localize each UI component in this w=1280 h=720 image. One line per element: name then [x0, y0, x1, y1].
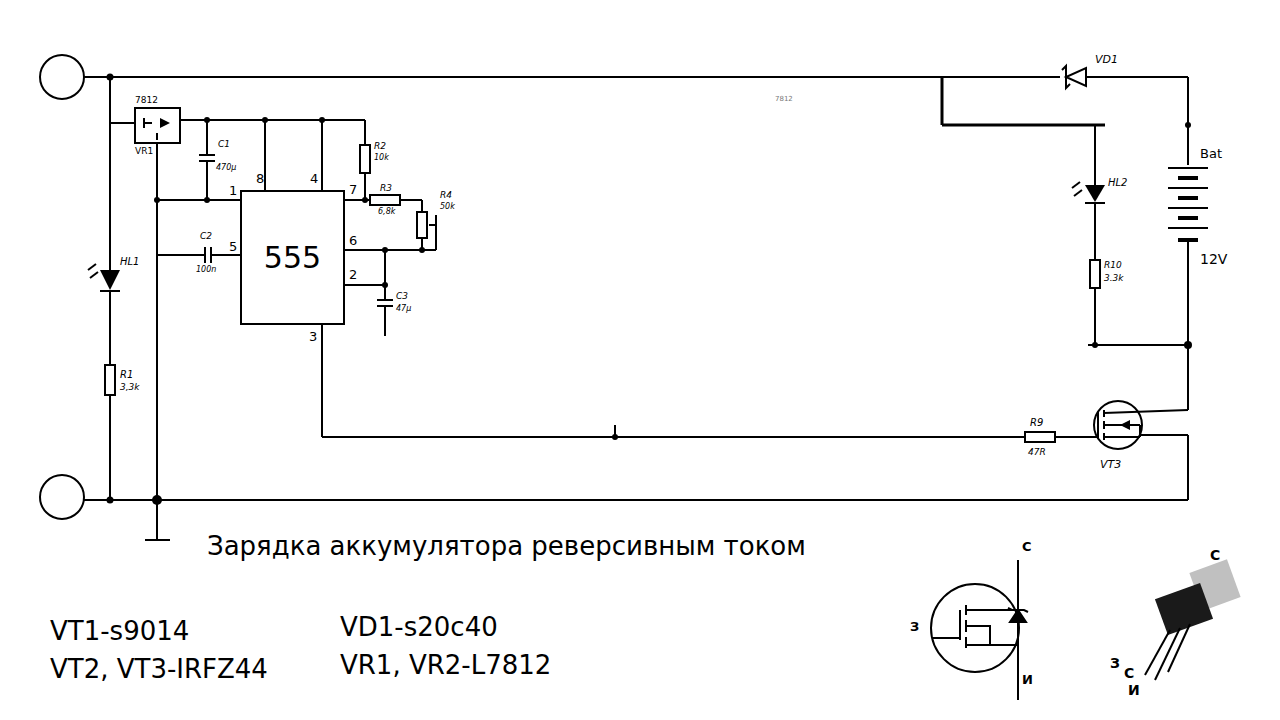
- schematic-label: С: [1022, 540, 1032, 553]
- schematic-label: 12V: [1200, 252, 1227, 266]
- terminal: [40, 55, 84, 99]
- schematic-label: 7812: [775, 96, 793, 103]
- schematic-label: 3.3k: [1104, 274, 1124, 283]
- resistor-symbol: [370, 195, 400, 205]
- schematic-label: VR1: [135, 147, 153, 156]
- schematic-label: VT2, VT3-IRFZ44: [50, 656, 268, 682]
- mosfet-symbol: [1094, 401, 1142, 449]
- resistor-symbol: [1025, 432, 1055, 442]
- schematic-label: 47µ: [396, 305, 411, 313]
- schematic-label: 47R: [1028, 448, 1046, 457]
- schematic-label: VD1-s20c40: [340, 614, 498, 640]
- schematic-label: 6: [349, 234, 357, 247]
- schematic-label: C3: [396, 292, 408, 301]
- led-symbol: [100, 270, 120, 290]
- schematic-label: R1: [120, 370, 133, 380]
- regulator-symbol: [135, 108, 180, 143]
- resistor-symbol: [105, 365, 115, 395]
- schematic-label: С: [1210, 548, 1220, 562]
- schematic-label: HL2: [1108, 178, 1127, 188]
- diagram-title: Зарядка аккумулятора реверсивным током: [207, 533, 806, 559]
- schematic-label: И: [1128, 683, 1140, 697]
- schematic-label: 6,8k: [378, 208, 395, 216]
- schematic-label: R9: [1030, 418, 1043, 428]
- schematic-label: C1: [218, 140, 230, 149]
- schematic-label: VT3: [1100, 459, 1121, 470]
- schematic-label: C2: [200, 232, 212, 241]
- led-symbol: [1085, 185, 1105, 202]
- schematic-label: 3: [309, 330, 317, 343]
- schematic-label: VD1: [1095, 54, 1118, 65]
- potentiometer-symbol: [417, 212, 427, 238]
- diode-symbol: [1066, 68, 1086, 86]
- terminal: [40, 475, 84, 519]
- chip-label: 555: [264, 240, 321, 275]
- schematic-label: 4: [310, 172, 318, 185]
- schematic-label: 7: [349, 183, 357, 196]
- schematic-label: 3,3k: [120, 383, 140, 392]
- schematic-label: 50k: [440, 203, 455, 211]
- schematic-label: 7812: [135, 96, 158, 105]
- schematic-label: VR1, VR2-L7812: [340, 652, 551, 678]
- schematic-label: 470µ: [216, 164, 236, 172]
- schematic-label: R2: [374, 142, 386, 151]
- schematic-label: R10: [1104, 261, 1122, 270]
- schematic-label: VT1-s9014: [50, 618, 189, 644]
- schematic-label: R3: [380, 184, 392, 193]
- schematic-label: 100n: [196, 266, 216, 274]
- schematic-label: С: [1124, 666, 1134, 680]
- schematic-label: 5: [229, 240, 237, 253]
- resistor-symbol: [1090, 260, 1100, 288]
- schematic-label: 10k: [374, 154, 389, 162]
- resistor-symbol: [360, 145, 370, 173]
- schematic-label: HL1: [120, 257, 139, 267]
- schematic-label: З: [1110, 656, 1120, 670]
- schematic-label: И: [1022, 673, 1033, 686]
- schematic-label: З: [910, 620, 919, 633]
- ic-chip: 555: [240, 190, 345, 325]
- schematic-label: 1: [229, 184, 237, 197]
- schematic-label: 2: [349, 268, 357, 281]
- schematic-label: R4: [440, 191, 452, 200]
- schematic-label: 8: [256, 172, 264, 185]
- schematic-label: Bat: [1200, 147, 1222, 160]
